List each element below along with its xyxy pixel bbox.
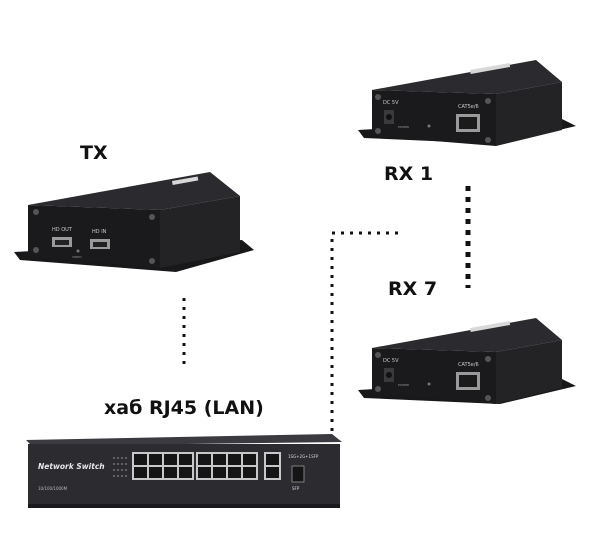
rx7-top-panel	[372, 318, 562, 352]
hub-label: хаб RJ45 (LAN)	[104, 397, 264, 419]
tx-device: HD OUT HD IN VIDEO	[14, 172, 254, 272]
rx1-label: RX 1	[384, 163, 434, 185]
tx-video-led	[76, 249, 80, 253]
tx-side-face	[160, 196, 240, 268]
tx-label: TX	[80, 142, 108, 164]
switch-port-block-1	[132, 452, 194, 480]
rx1-dc-label: DC 5V	[383, 100, 399, 106]
tx-hdout-label: HD OUT	[52, 227, 73, 233]
rx7-side-face	[496, 340, 562, 404]
rx1-cat-label: CAT5e/6	[458, 104, 479, 110]
rx1-link-led	[427, 124, 431, 128]
tx-front-face	[28, 205, 160, 268]
network-switch: Network Switch 10/100/1000M	[26, 434, 342, 508]
rx1-side-face	[496, 82, 562, 146]
rx7-cat-label: CAT5e/6	[458, 362, 479, 368]
tx-video-label: VIDEO	[72, 255, 82, 259]
rx7-power-label: POWER	[398, 383, 409, 387]
rx1-power-label: POWER	[398, 125, 409, 129]
switch-top	[26, 434, 342, 446]
switch-sfp-port	[291, 465, 305, 483]
rx7-dc-label: DC 5V	[383, 358, 399, 364]
switch-sfp-label: SFP	[292, 486, 300, 491]
switch-speed: 10/100/1000M	[38, 486, 68, 491]
switch-port-block-2	[196, 452, 258, 480]
switch-uplink-port	[264, 452, 281, 480]
rx7-device: DC 5V POWER CAT5e/6	[358, 318, 576, 404]
tx-hdin-label: HD IN	[92, 229, 107, 235]
link-hub-to-rx	[330, 231, 404, 440]
switch-led-panel	[113, 457, 127, 477]
switch-uplink-text: 1SG+2G+1SFP	[288, 454, 319, 459]
rx1-top-panel	[372, 60, 562, 94]
switch-brand: Network Switch	[38, 462, 105, 471]
rx7-link-led	[427, 382, 431, 386]
rx1-device: DC 5V POWER CAT5e/6	[358, 60, 576, 146]
rx7-label: RX 7	[388, 278, 438, 300]
